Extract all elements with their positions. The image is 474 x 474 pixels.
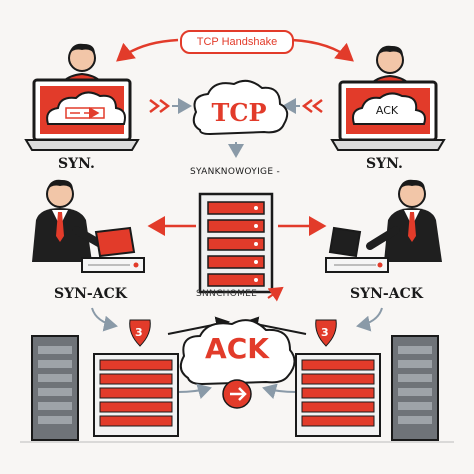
mid-right-person-icon [366, 179, 442, 262]
mid-left-node-label: SYN-ACK [54, 286, 127, 302]
mid-left-person-icon [32, 179, 108, 262]
top-right-cloud-icon [352, 92, 426, 125]
left-shield-icon [129, 319, 151, 347]
mid-left-laptop-icon [81, 226, 145, 273]
top-right-screen-label: ACK [375, 104, 399, 117]
right-down-curved-arrow [356, 307, 383, 332]
left-shield-number: 3 [135, 326, 143, 339]
left-chevron-arrows-icon [149, 98, 192, 114]
top-left-node-label: SYN. [58, 156, 95, 172]
middle-caption-arrow [267, 286, 284, 302]
bottom-right-flow-arrow [262, 383, 297, 399]
top-right-curved-arrow [291, 38, 354, 62]
bottom-right-gray-server-icon [391, 335, 439, 441]
right-chevron-arrows-icon [282, 98, 323, 114]
left-down-curved-arrow [91, 307, 118, 332]
ack-cloud-label: ACK [205, 332, 269, 365]
top-left-cloud-icon [46, 91, 126, 125]
tcp-cloud-label: TCP [211, 98, 267, 127]
bottom-left-flow-arrow [177, 383, 212, 399]
center-caption: SYANKNOWOYIGE - [190, 167, 281, 177]
top-left-curved-arrow [116, 38, 179, 62]
bottom-left-red-server-icon [93, 353, 179, 437]
bottom-center-arrow-button-icon [222, 379, 252, 409]
ack-cloud-icon [179, 319, 296, 386]
title-badge: TCP Handshake [180, 30, 294, 54]
mid-right-laptop-icon [325, 226, 389, 273]
central-server-rack-icon [198, 192, 274, 294]
mid-right-node-label: SYN-ACK [350, 286, 423, 302]
right-shield-icon [315, 319, 337, 347]
right-shield-number: 3 [321, 326, 329, 339]
tcp-cloud-icon [192, 79, 289, 136]
top-right-node-label: SYN. [366, 156, 403, 172]
bottom-left-gray-server-icon [31, 335, 79, 441]
middle-caption: SNNCHOMEE [196, 289, 258, 299]
bottom-right-red-server-icon [295, 353, 381, 437]
